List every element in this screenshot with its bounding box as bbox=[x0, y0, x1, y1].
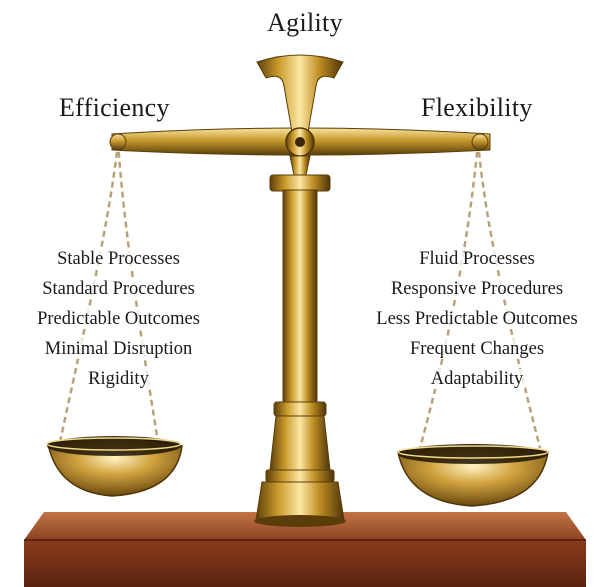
wooden-base bbox=[24, 512, 586, 587]
efficiency-list: Stable Processes Standard Procedures Pre… bbox=[0, 244, 237, 394]
efficiency-item: Stable Processes bbox=[55, 249, 182, 269]
scale-column bbox=[254, 174, 346, 527]
right-pan bbox=[397, 444, 549, 507]
flexibility-list: Fluid Processes Responsive Procedures Le… bbox=[344, 244, 610, 394]
scale-ornament bbox=[256, 54, 344, 176]
flexibility-item: Frequent Changes bbox=[407, 339, 547, 359]
efficiency-item: Minimal Disruption bbox=[42, 339, 195, 359]
title-flexibility: Flexibility bbox=[421, 93, 533, 122]
flexibility-item: Fluid Processes bbox=[417, 249, 537, 269]
flexibility-item: Responsive Procedures bbox=[388, 279, 566, 299]
efficiency-item: Standard Procedures bbox=[40, 279, 197, 299]
left-pan bbox=[46, 436, 183, 497]
efficiency-item: Predictable Outcomes bbox=[35, 309, 202, 329]
flexibility-item: Less Predictable Outcomes bbox=[374, 309, 580, 329]
title-efficiency: Efficiency bbox=[59, 93, 170, 122]
flexibility-item: Adaptability bbox=[428, 369, 526, 389]
title-agility: Agility bbox=[267, 8, 343, 37]
efficiency-item: Rigidity bbox=[86, 369, 151, 389]
